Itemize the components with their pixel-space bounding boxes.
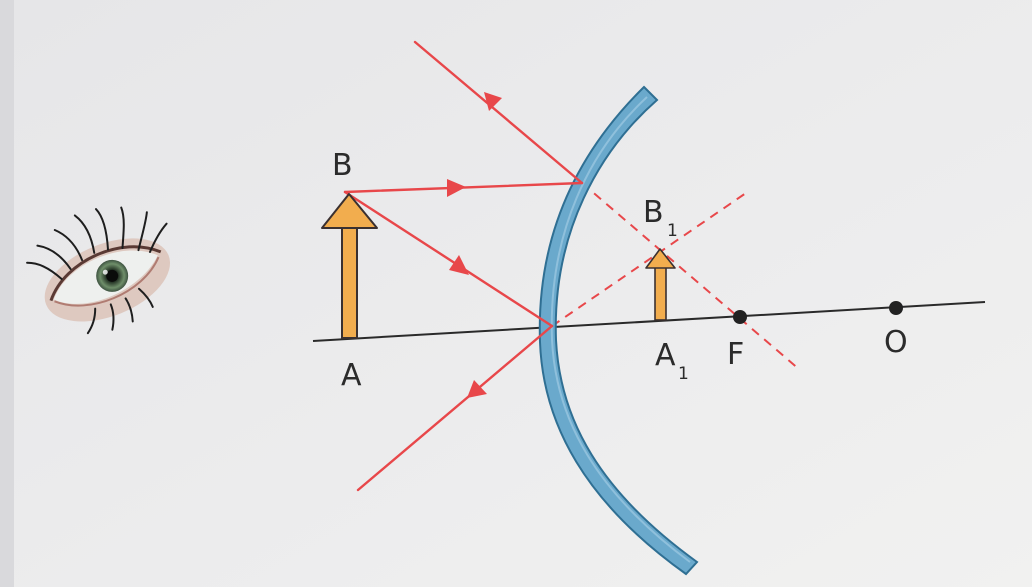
image-arrow (645, 248, 676, 321)
ray-reflected-lower (356, 324, 554, 492)
eye-glint (102, 269, 108, 275)
ray-direction-arrows (447, 92, 502, 398)
label-object-top: B (332, 148, 353, 183)
page-edge-shade (0, 0, 14, 587)
center-point (889, 301, 903, 315)
eye-pupil (106, 269, 119, 282)
ray-arrow-2 (484, 92, 502, 111)
virtual-ray-extensions (551, 182, 801, 371)
object-arrow-shaft (341, 225, 358, 339)
ray-reflected-upper (413, 40, 584, 185)
image-arrow-shaft (654, 265, 667, 321)
object-arrow (321, 193, 378, 339)
label-object-base: A (341, 358, 362, 393)
label-image-base-sub: 1 (678, 364, 689, 384)
label-image-top: B (643, 195, 664, 230)
label-center: O (884, 325, 908, 360)
virtual-ray-2 (551, 192, 747, 327)
label-image-base: A (655, 338, 676, 373)
eye-lower-lid (54, 256, 160, 307)
eye-icon (26, 206, 171, 335)
eye-lid-line (49, 245, 162, 302)
image-arrow-head (645, 248, 676, 269)
ray-incident-to-vertex (343, 190, 554, 328)
light-rays (343, 40, 584, 492)
label-focus: F (727, 337, 744, 372)
ray-arrow-3 (449, 255, 469, 275)
focus-point (733, 310, 747, 324)
ray-arrow-4 (467, 380, 487, 398)
principal-axis (312, 301, 986, 342)
concave-mirror (538, 85, 699, 576)
ray-arrow-1 (447, 179, 466, 197)
label-image-top-sub: 1 (667, 221, 678, 241)
object-arrow-head (321, 193, 378, 229)
eye-lashes (26, 206, 168, 335)
mirror-highlight (550, 96, 691, 563)
